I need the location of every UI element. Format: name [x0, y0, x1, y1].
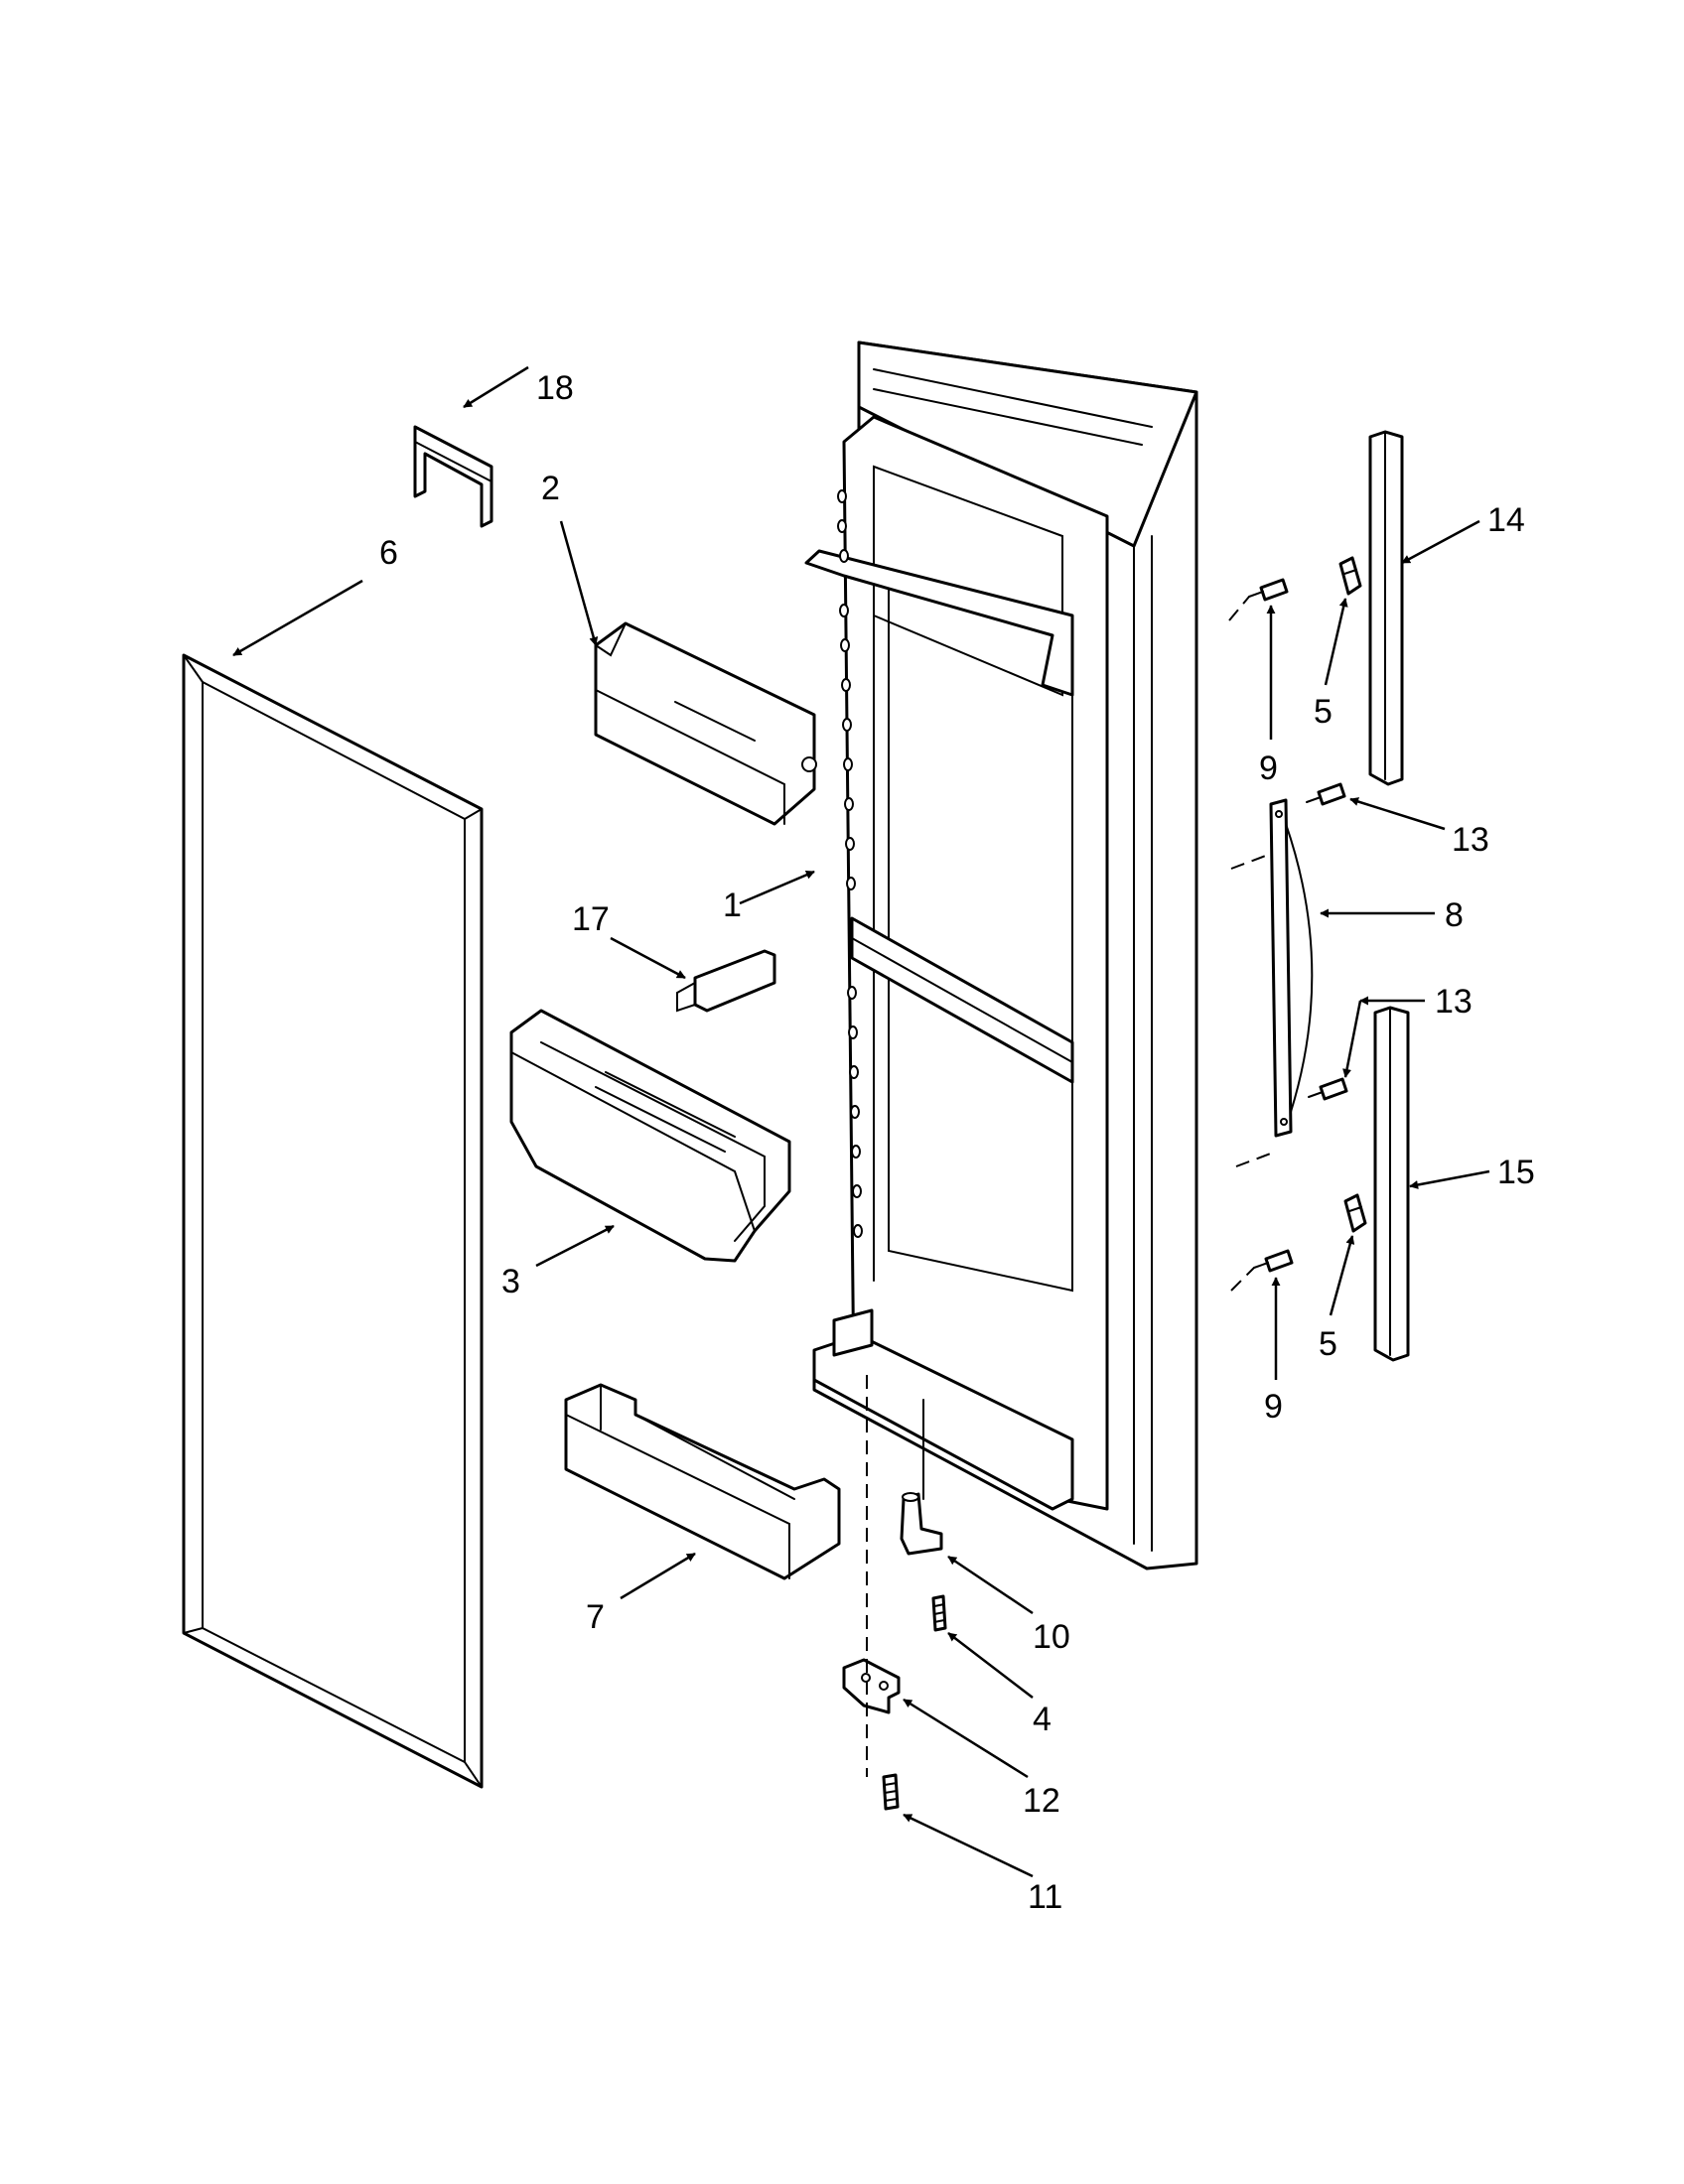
trim-strip-14	[1368, 430, 1404, 786]
callout-17: 17	[572, 900, 610, 938]
screw-13-upper	[1306, 782, 1346, 806]
handle-axis-lower	[1235, 1151, 1277, 1167]
leader-lines	[232, 365, 1490, 1878]
clip-18	[413, 425, 493, 528]
hinge-pin-10	[900, 1492, 943, 1556]
screw-4	[931, 1594, 947, 1632]
screw-11	[882, 1773, 900, 1811]
bracket-17	[676, 949, 776, 1013]
callout-5-upper: 5	[1314, 693, 1333, 731]
door-gasket	[182, 653, 484, 1789]
dairy-door	[594, 621, 817, 826]
handle-axis-upper	[1230, 853, 1272, 870]
clip-5-lower	[1343, 1193, 1367, 1233]
callout-7: 7	[586, 1598, 605, 1636]
bottom-shelf	[564, 1383, 841, 1580]
refrigerator-door	[804, 341, 1198, 1570]
callout-13-upper: 13	[1452, 821, 1489, 859]
callout-13-lower: 13	[1435, 983, 1473, 1021]
callout-6: 6	[379, 534, 398, 572]
callout-4: 4	[1033, 1701, 1052, 1738]
clip-5-upper	[1338, 556, 1362, 596]
trim-strip-15	[1373, 1006, 1410, 1362]
callout-labels: 18 2 6 1 17 3 7 14 5 9 13 8 13 15 5 9 10…	[379, 369, 1535, 1916]
callout-18: 18	[536, 369, 574, 407]
screw-13-lower	[1308, 1077, 1348, 1101]
door-handle	[1269, 798, 1314, 1138]
callout-9-upper: 9	[1259, 750, 1278, 787]
callout-8: 8	[1445, 896, 1464, 934]
callout-9-lower: 9	[1264, 1388, 1283, 1426]
callout-5-lower: 5	[1319, 1325, 1337, 1363]
callout-1: 1	[723, 887, 742, 924]
hinge-plate-12	[842, 1658, 901, 1714]
door-bin	[509, 1009, 791, 1263]
callout-2: 2	[541, 470, 560, 507]
callout-14: 14	[1487, 501, 1525, 539]
screw-axis-upper	[1228, 596, 1250, 621]
screw-axis-lower	[1230, 1267, 1255, 1292]
callout-12: 12	[1023, 1782, 1060, 1820]
screw-9-upper	[1248, 578, 1289, 602]
callout-3: 3	[501, 1263, 520, 1300]
liner-dimples	[837, 489, 863, 1238]
callout-11: 11	[1028, 1878, 1062, 1916]
screw-9-lower	[1253, 1249, 1294, 1273]
callout-15: 15	[1497, 1154, 1535, 1191]
callout-10: 10	[1033, 1618, 1070, 1656]
